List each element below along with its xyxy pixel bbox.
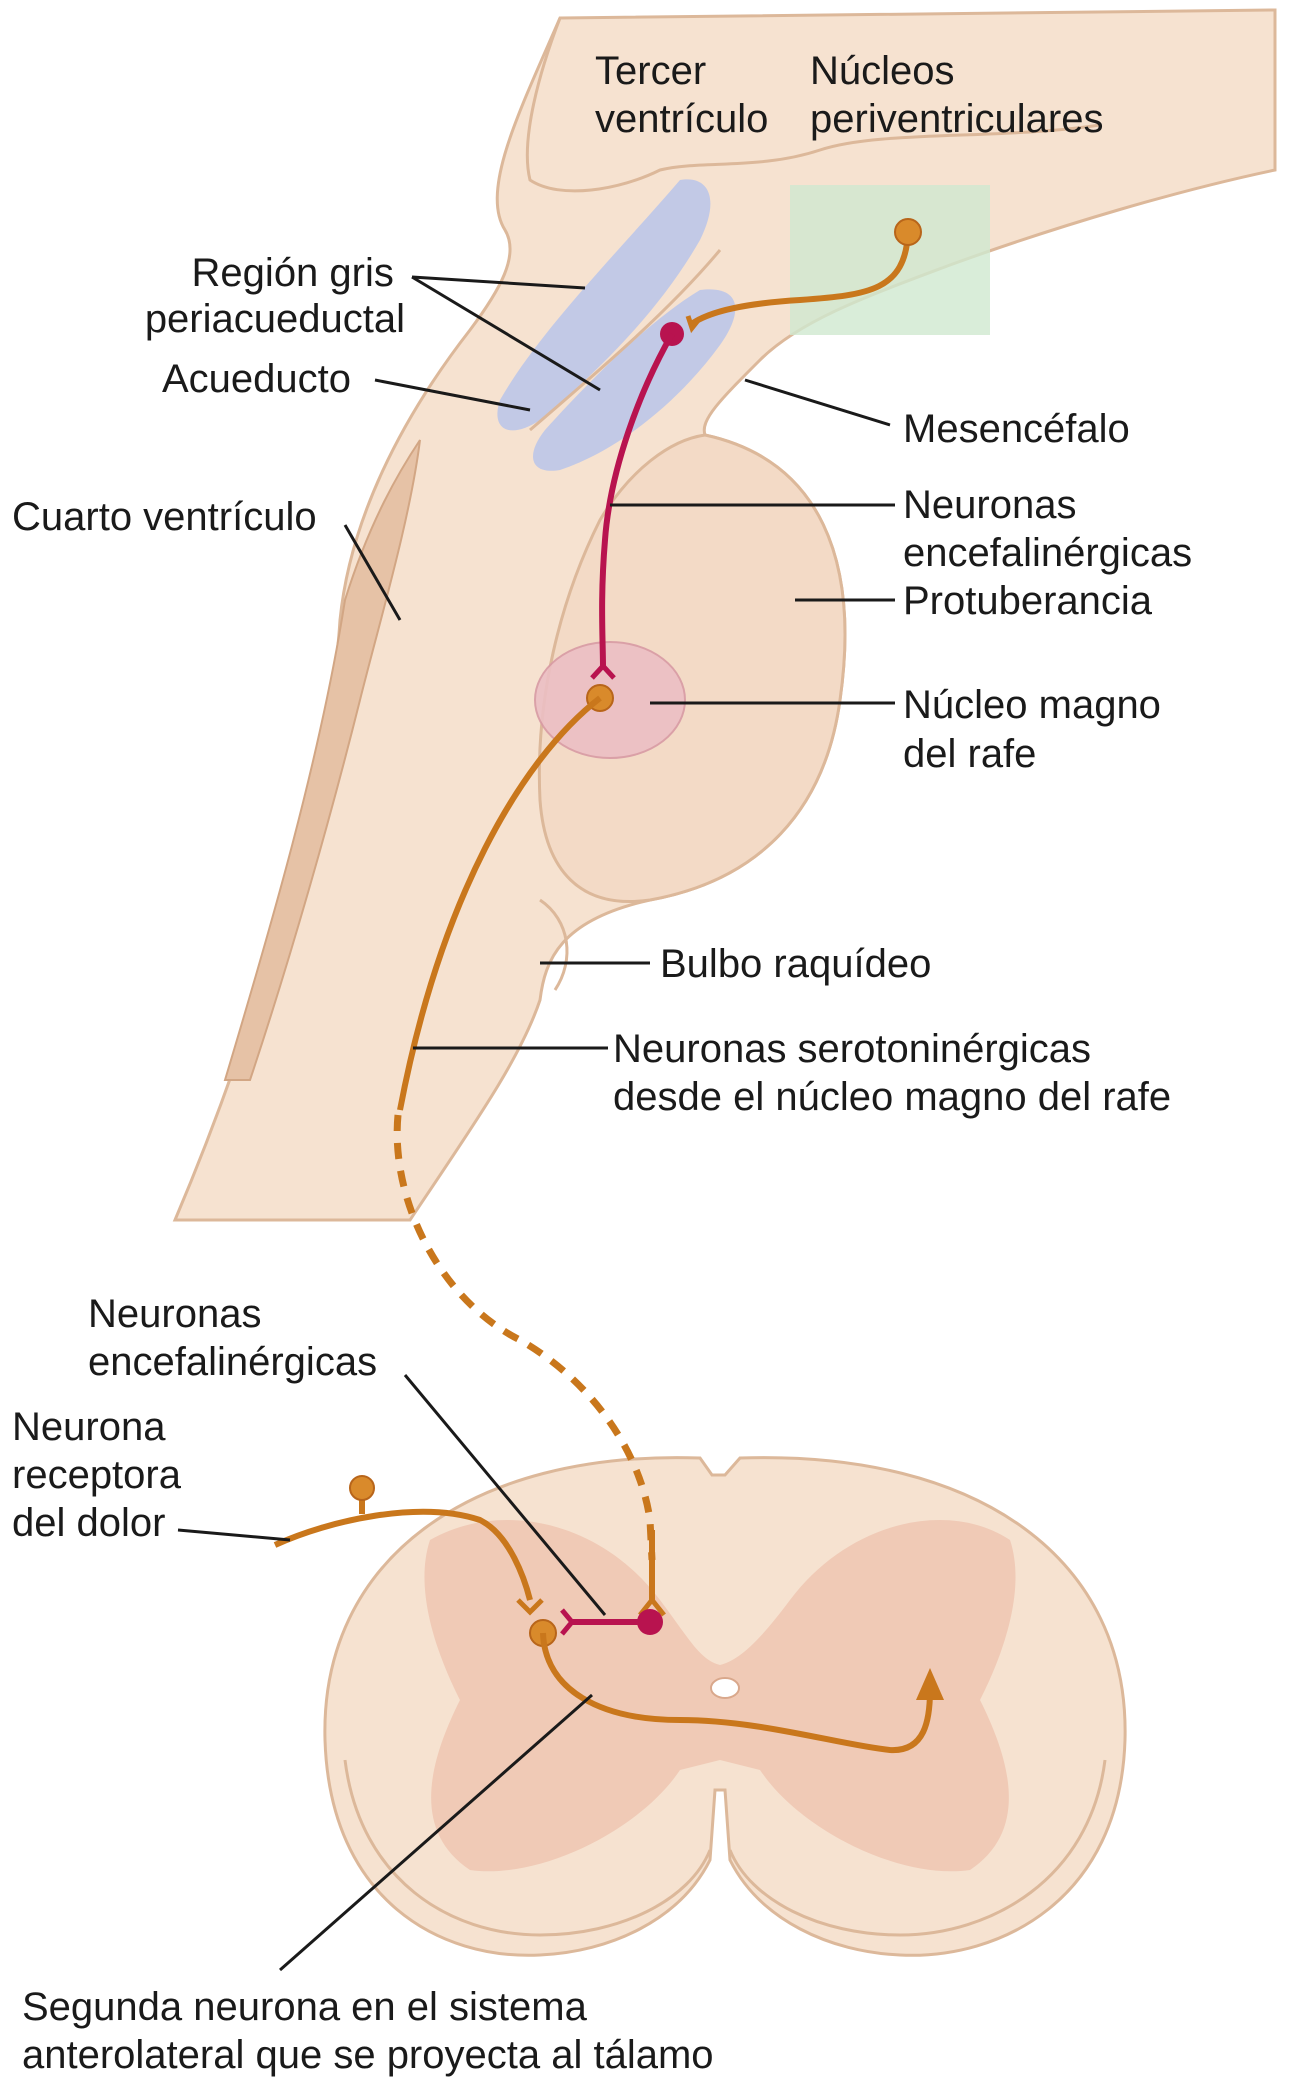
label-neuronas-encefalinergicas-bottom: Neuronas encefalinérgicas <box>88 1292 377 1384</box>
label-region-gris: Región gris periacueductal <box>145 251 405 341</box>
pointer-mesencefalo <box>745 380 890 425</box>
label-protuberancia: Protuberancia <box>903 579 1153 623</box>
label-neuronas-serotoninergicas: Neuronas serotoninérgicas desde el núcle… <box>613 1027 1171 1119</box>
pointer-neurona-receptora <box>178 1530 290 1540</box>
label-neuronas-encefalinergicas-top: Neuronas encefalinérgicas <box>903 483 1192 575</box>
label-bulbo-raquideo: Bulbo raquídeo <box>660 942 931 986</box>
label-neurona-receptora: Neurona receptora del dolor <box>12 1405 192 1545</box>
pain-receptor-cell-body <box>350 1476 374 1500</box>
label-nucleo-magno: Núcleo magno del rafe <box>903 683 1172 776</box>
label-acueducto: Acueducto <box>162 357 351 401</box>
spinal-cord <box>325 1458 1125 1956</box>
label-segunda-neurona: Segunda neurona en el sistema anterolate… <box>22 1985 714 2077</box>
label-mesencefalo: Mesencéfalo <box>903 407 1130 451</box>
periventricular-cell-body <box>895 219 921 245</box>
periventricular-nuclei-region <box>790 185 990 335</box>
central-canal <box>711 1678 739 1698</box>
label-cuarto-ventriculo: Cuarto ventrículo <box>12 495 317 539</box>
